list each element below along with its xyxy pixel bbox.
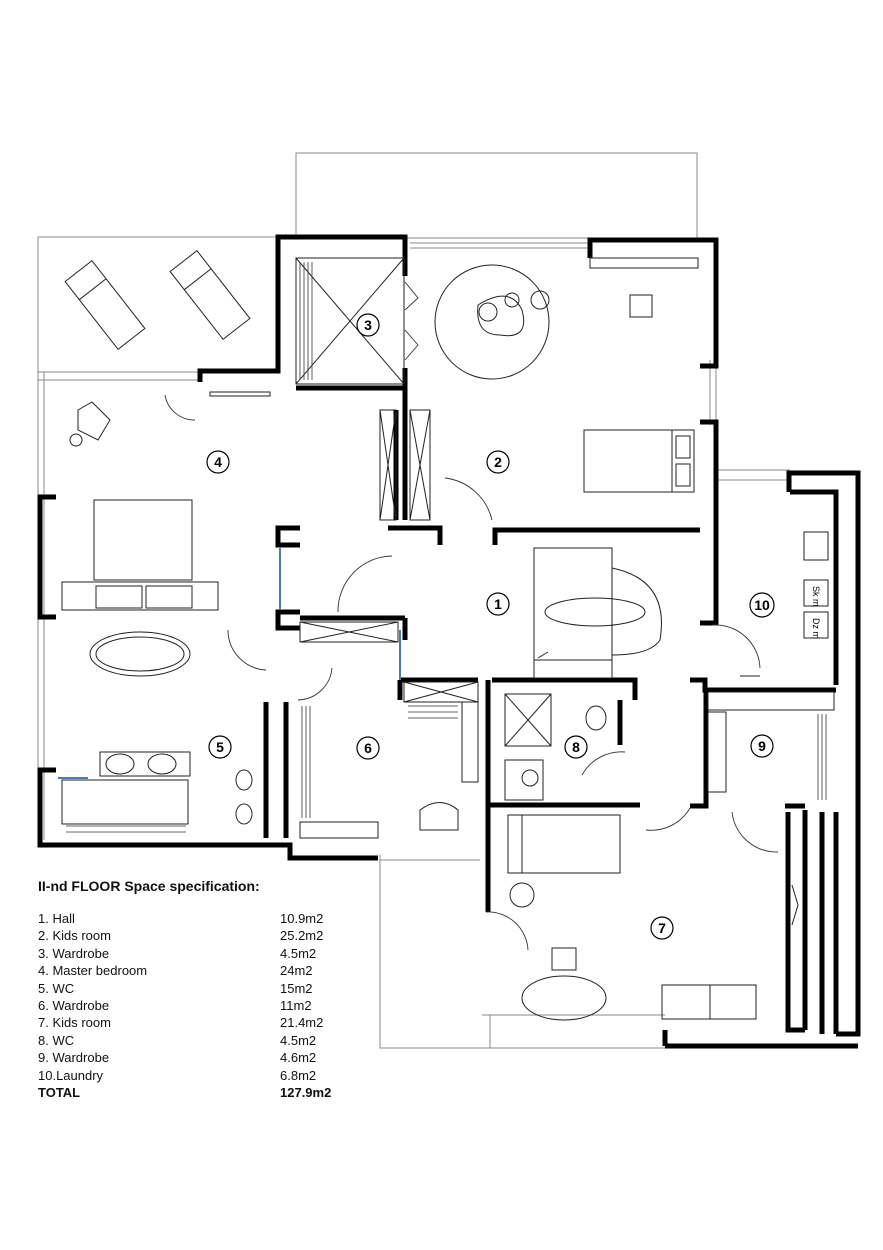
spec-room-name: 4. Master bedroom bbox=[38, 963, 148, 979]
hanger-hatching bbox=[66, 262, 827, 833]
room-marker-1: 1 bbox=[486, 592, 510, 616]
fixture-label-sk: Sk m bbox=[811, 586, 821, 607]
room-marker-8: 8 bbox=[564, 735, 588, 759]
svg-text:7: 7 bbox=[658, 920, 666, 936]
spec-room-name: 9. Wardrobe bbox=[38, 1050, 110, 1066]
svg-text:2: 2 bbox=[494, 454, 502, 470]
spec-room-area: 11m2 bbox=[280, 998, 312, 1014]
spec-row: 7. Kids room 21.4m2 bbox=[38, 1014, 398, 1031]
door-swings bbox=[164, 281, 779, 951]
room-marker-5: 5 bbox=[208, 735, 232, 759]
room-marker-9: 9 bbox=[750, 734, 774, 758]
spec-room-name: 8. WC bbox=[38, 1032, 75, 1048]
svg-text:8: 8 bbox=[572, 739, 580, 755]
fixture-label-dz: Dz m bbox=[811, 618, 821, 639]
spec-room-area: 6.8m2 bbox=[280, 1067, 317, 1083]
svg-text:3: 3 bbox=[364, 317, 372, 333]
spec-room-area: 4.5m2 bbox=[280, 945, 317, 961]
furniture bbox=[61, 249, 829, 1021]
spec-room-area: 10.9m2 bbox=[280, 911, 324, 926]
wardrobes bbox=[295, 257, 835, 839]
room-markers: 1 2 3 4 5 6 7 8 9 10 bbox=[206, 313, 775, 940]
spec-row: 6. Wardrobe 11m2 bbox=[38, 997, 398, 1014]
spec-room-name: 10.Laundry bbox=[38, 1067, 104, 1083]
spec-room-area: 21.4m2 bbox=[280, 1015, 324, 1031]
spec-title: II-nd FLOOR Space specification: bbox=[38, 878, 260, 894]
spec-row: 9. Wardrobe 4.6m2 bbox=[38, 1049, 398, 1066]
svg-text:9: 9 bbox=[758, 738, 766, 754]
spec-row: 3. Wardrobe 4.5m2 bbox=[38, 945, 398, 962]
spec-room-name: 6. Wardrobe bbox=[38, 998, 110, 1014]
spec-row: 1. Hall 10.9m2 bbox=[38, 910, 398, 927]
svg-text:6: 6 bbox=[364, 740, 372, 756]
spec-row: 10.Laundry 6.8m2 bbox=[38, 1067, 398, 1084]
spec-room-name: 5. WC bbox=[38, 980, 75, 996]
room-marker-7: 7 bbox=[650, 916, 674, 940]
spec-row: 5. WC 15m2 bbox=[38, 980, 398, 997]
svg-text:4: 4 bbox=[214, 454, 222, 470]
spec-room-name: 7. Kids room bbox=[38, 1015, 111, 1031]
spec-row: 2. Kids room 25.2m2 bbox=[38, 927, 398, 944]
spec-row: 8. WC 4.5m2 bbox=[38, 1032, 398, 1049]
room-marker-4: 4 bbox=[206, 450, 230, 474]
spec-room-area: 24m2 bbox=[280, 963, 313, 979]
windows bbox=[58, 548, 401, 779]
svg-text:1: 1 bbox=[494, 596, 502, 612]
svg-text:5: 5 bbox=[216, 739, 224, 755]
spec-room-area: 4.5m2 bbox=[280, 1032, 317, 1048]
spec-room-area: 15m2 bbox=[280, 980, 313, 996]
spec-room-area: 4.6m2 bbox=[280, 1050, 317, 1066]
space-specification: II-nd FLOOR Space specification: 1. Hall… bbox=[38, 878, 398, 1101]
spec-room-name: 3. Wardrobe bbox=[38, 945, 110, 961]
walls bbox=[37, 234, 861, 1049]
spec-room-name: 2. Kids room bbox=[38, 928, 111, 944]
room-marker-10: 10 bbox=[749, 592, 775, 618]
spec-total-area: 127.9m2 bbox=[280, 1085, 332, 1101]
terrace-outlines bbox=[37, 152, 790, 1049]
room-marker-6: 6 bbox=[356, 736, 380, 760]
spec-room-area: 25.2m2 bbox=[280, 928, 324, 944]
room-marker-2: 2 bbox=[486, 450, 510, 474]
room-marker-3: 3 bbox=[356, 313, 380, 337]
spec-row: 4. Master bedroom 24m2 bbox=[38, 962, 398, 979]
spec-total-label: TOTAL bbox=[38, 1085, 81, 1101]
svg-text:10: 10 bbox=[754, 597, 770, 613]
spec-room-name: 1. Hall bbox=[38, 911, 75, 926]
spec-total-row: TOTAL 127.9m2 bbox=[38, 1084, 398, 1101]
